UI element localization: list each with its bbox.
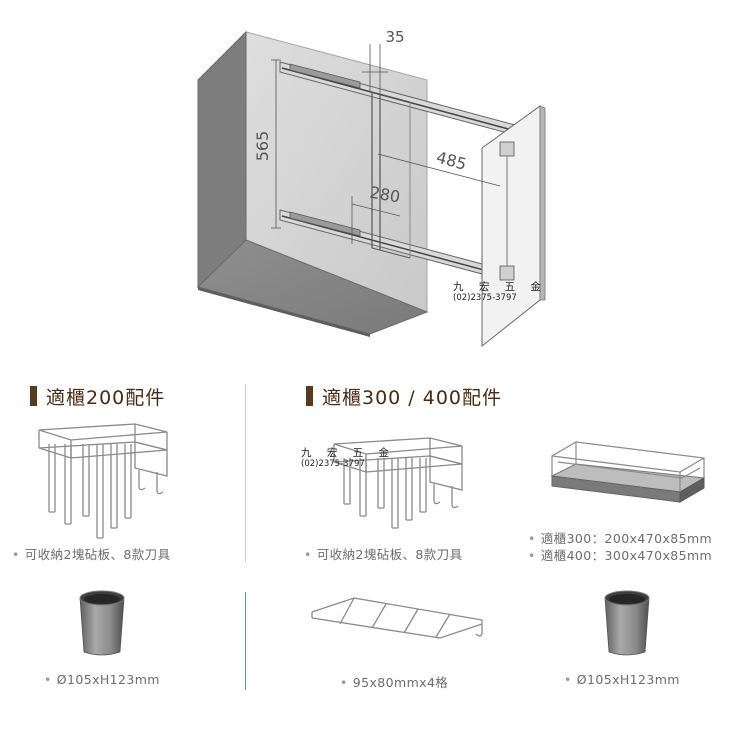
watermark-name: 九 宏 五 金 bbox=[301, 447, 396, 459]
watermark-top: 九 宏 五 金 (02)2375-3797 bbox=[453, 282, 547, 304]
steel-cup-icon bbox=[604, 590, 650, 656]
knife-rack-icon bbox=[333, 437, 463, 529]
rail-text: 95x80mmx4格 bbox=[352, 675, 449, 690]
steel-cup-icon bbox=[79, 590, 125, 656]
basket-spec-300: •適櫃300：200x470x85mm bbox=[528, 531, 713, 546]
section-header-right: 適櫃300 / 400配件 bbox=[306, 382, 502, 410]
watermark-middle: 九 宏 五 金 (02)2375-3797 bbox=[301, 448, 395, 470]
cup-right-caption: •Ø105xH123mm bbox=[564, 672, 680, 687]
cup-right-text: Ø105xH123mm bbox=[576, 672, 680, 687]
section-header-left: 適櫃200配件 bbox=[30, 382, 165, 410]
knife-rack-left-text: 可收納2塊砧板、8款刀具 bbox=[24, 547, 171, 562]
knife-rack-icon bbox=[38, 423, 168, 539]
cup-left-text: Ø105xH123mm bbox=[56, 672, 160, 687]
knife-rack-left-caption: •可收納2塊砧板、8款刀具 bbox=[12, 547, 171, 562]
knife-rack-right-text: 可收納2塊砧板、8款刀具 bbox=[316, 547, 463, 562]
cabinet-diagram: 35 565 485 280 bbox=[197, 28, 546, 348]
watermark-phone: (02)2375-3797 bbox=[301, 459, 365, 469]
basket-spec-400: •適櫃400：300x470x85mm bbox=[528, 548, 713, 563]
divider-upper bbox=[245, 384, 246, 562]
divider-lower bbox=[245, 592, 246, 690]
rail-caption: •95x80mmx4格 bbox=[340, 675, 449, 690]
section-title-left: 適櫃200配件 bbox=[46, 386, 166, 409]
watermark-name: 九 宏 五 金 bbox=[453, 281, 548, 293]
storage-basket-icon bbox=[550, 441, 706, 503]
basket-spec-400-text: 適櫃400：300x470x85mm bbox=[540, 548, 713, 563]
knife-rack-right-caption: •可收納2塊砧板、8款刀具 bbox=[304, 547, 463, 562]
section-bar-left bbox=[30, 386, 37, 406]
cup-left-caption: •Ø105xH123mm bbox=[44, 672, 160, 687]
towel-rail-icon bbox=[311, 597, 483, 639]
watermark-phone: (02)2375-3797 bbox=[453, 293, 517, 303]
dim-top-label: 35 bbox=[385, 28, 404, 46]
basket-spec-300-text: 適櫃300：200x470x85mm bbox=[540, 531, 713, 546]
section-bar-right bbox=[306, 386, 313, 406]
section-title-right: 適櫃300 / 400配件 bbox=[322, 386, 503, 409]
dim-height-label: 565 bbox=[253, 131, 272, 162]
